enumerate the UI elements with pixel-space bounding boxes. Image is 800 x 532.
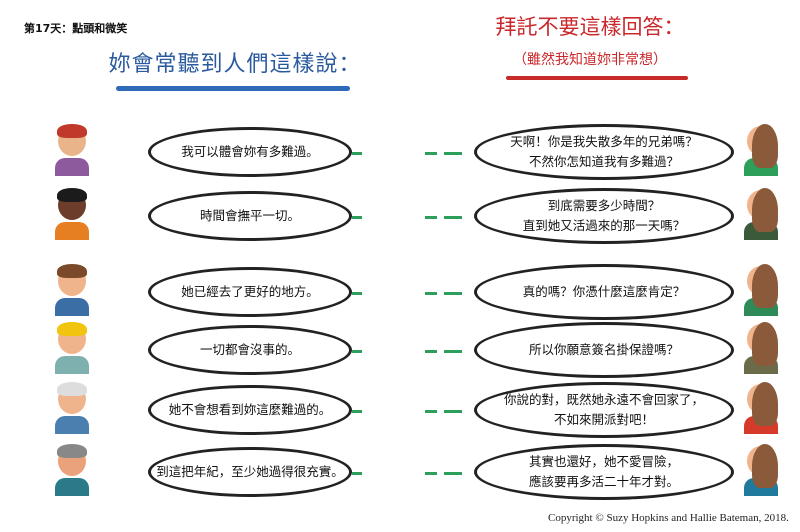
dash-connector <box>352 292 362 295</box>
left-speech-bubble: 到這把年紀，至少她過得很充實。 <box>148 447 352 497</box>
dash-connector <box>352 216 362 219</box>
copyright: Copyright © Suzy Hopkins and Hallie Bate… <box>548 512 789 524</box>
bubble-text: 她已經去了更好的地方。 <box>181 284 319 299</box>
dash-connector <box>352 152 362 155</box>
bubble-text-line1: 真的嗎？你憑什麼這麼肯定？ <box>522 284 686 299</box>
hair <box>57 188 87 202</box>
dash-connector <box>425 152 437 155</box>
right-person-portrait <box>744 262 778 316</box>
dash-connector <box>352 410 362 413</box>
left-person-portrait <box>55 380 89 434</box>
dash-connector <box>425 472 437 475</box>
left-speech-bubble: 她已經去了更好的地方。 <box>148 267 352 317</box>
dash-connector <box>425 216 437 219</box>
hair <box>57 382 87 396</box>
hair <box>752 322 778 366</box>
right-speech-bubble: 你說的對，既然她永遠不會回家了， 不如來開派對吧！ <box>474 382 734 438</box>
bubble-text-line1: 到底需要多少時間？ <box>547 198 661 213</box>
right-title: 拜託不要這樣回答： <box>495 15 685 39</box>
bubble-text: 時間會撫平一切。 <box>199 208 300 223</box>
bubble-text: 到這把年紀，至少她過得很充實。 <box>156 464 344 479</box>
right-speech-bubble: 其實也還好，她不愛冒險， 應該要再多活二十年才對。 <box>474 444 734 500</box>
left-speech-bubble: 我可以體會妳有多難過。 <box>148 127 352 177</box>
left-speech-bubble: 一切都會沒事的。 <box>148 325 352 375</box>
dash-connector <box>444 472 462 475</box>
shirt <box>55 356 89 374</box>
bubble-text-line2: 不如來開派對吧！ <box>553 412 654 427</box>
hair <box>752 124 778 168</box>
right-speech-bubble: 真的嗎？你憑什麼這麼肯定？ <box>474 264 734 320</box>
hair <box>57 264 87 278</box>
dash-connector <box>444 152 462 155</box>
bubble-text-line1: 天啊！你是我失散多年的兄弟嗎？ <box>510 134 698 149</box>
hair <box>57 322 87 336</box>
right-person-portrait <box>744 442 778 496</box>
bubble-text-line1: 你說的對，既然她永遠不會回家了， <box>503 392 704 407</box>
dash-connector <box>425 292 437 295</box>
dash-connector <box>425 350 437 353</box>
left-person-portrait <box>55 320 89 374</box>
chapter-heading: 第17天：點頭和微笑 <box>24 22 128 35</box>
left-speech-bubble: 時間會撫平一切。 <box>148 191 352 241</box>
shirt <box>55 478 89 496</box>
left-title: 妳會常聽到人們這樣說： <box>108 52 362 77</box>
dash-connector <box>352 472 362 475</box>
right-person-portrait <box>744 380 778 434</box>
bubble-text: 我可以體會妳有多難過。 <box>181 144 319 159</box>
hair <box>752 264 778 308</box>
shirt <box>55 222 89 240</box>
bubble-text-line1: 其實也還好，她不愛冒險， <box>528 454 679 469</box>
right-title-underline <box>506 76 688 80</box>
dash-connector <box>425 410 437 413</box>
right-speech-bubble: 天啊！你是我失散多年的兄弟嗎？ 不然你怎知道我有多難過？ <box>474 124 734 180</box>
dash-connector <box>444 350 462 353</box>
bubble-text-line1: 所以你願意簽名掛保證嗎？ <box>528 342 679 357</box>
left-person-portrait <box>55 122 89 176</box>
shirt <box>55 158 89 176</box>
left-person-portrait <box>55 442 89 496</box>
dash-connector <box>444 410 462 413</box>
shirt <box>55 416 89 434</box>
bubble-text-line2: 應該要再多活二十年才對。 <box>528 474 679 489</box>
left-person-portrait <box>55 186 89 240</box>
hair <box>752 188 778 232</box>
right-person-portrait <box>744 122 778 176</box>
bubble-text: 她不會想看到妳這麼難過的。 <box>168 402 332 417</box>
hair <box>752 444 778 488</box>
shirt <box>55 298 89 316</box>
right-speech-bubble: 到底需要多少時間？ 直到她又活過來的那一天嗎？ <box>474 188 734 244</box>
left-speech-bubble: 她不會想看到妳這麼難過的。 <box>148 385 352 435</box>
left-title-underline <box>116 86 350 91</box>
left-person-portrait <box>55 262 89 316</box>
right-person-portrait <box>744 186 778 240</box>
dash-connector <box>444 216 462 219</box>
dash-connector <box>444 292 462 295</box>
hair <box>752 382 778 426</box>
right-speech-bubble: 所以你願意簽名掛保證嗎？ <box>474 322 734 378</box>
hair <box>57 444 87 458</box>
right-subtitle: （雖然我知道妳非常想） <box>513 52 667 68</box>
right-person-portrait <box>744 320 778 374</box>
bubble-text-line2: 不然你怎知道我有多難過？ <box>528 154 679 169</box>
bubble-text-line2: 直到她又活過來的那一天嗎？ <box>522 218 686 233</box>
dash-connector <box>352 350 362 353</box>
hair <box>57 124 87 138</box>
bubble-text: 一切都會沒事的。 <box>199 342 300 357</box>
